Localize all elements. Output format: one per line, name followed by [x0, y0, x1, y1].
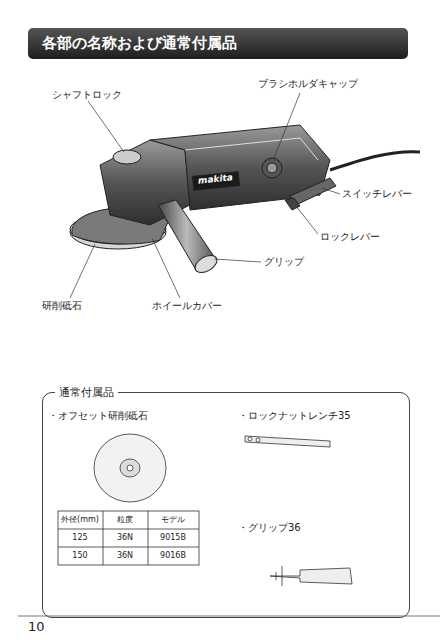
- item-name: ・グリップ36: [238, 522, 301, 533]
- heading: 各部の名称および通常付属品: [42, 34, 394, 53]
- part-name: ブラシホルダキャップ: [258, 78, 358, 89]
- table-cell: 粒度: [117, 516, 133, 525]
- angle-grinder: [70, 125, 420, 276]
- part-name: スイッチレバー: [342, 188, 412, 199]
- table-cell: 36N: [117, 552, 133, 561]
- table-cell: 外径(mm): [61, 516, 99, 525]
- part-name: 研削砥石: [42, 300, 82, 311]
- item-name: ・オフセット研削砥石: [48, 410, 148, 421]
- table-cell: 150: [72, 552, 87, 561]
- part-name: シャフトロック: [52, 89, 122, 100]
- part-name: グリップ: [264, 256, 304, 267]
- title-band: 各部の名称および通常付属品: [28, 28, 408, 59]
- item-name: ・ロックナットレンチ35: [238, 410, 351, 421]
- accessory-drawings: [18, 434, 440, 616]
- page-number: 10: [28, 620, 45, 634]
- table-cell: 36N: [117, 534, 133, 543]
- table-cell: 9015B: [160, 534, 186, 543]
- part-name: ロックレバー: [320, 231, 380, 242]
- table-cell: 9016B: [160, 552, 186, 561]
- table-cell: モデル: [161, 516, 185, 525]
- part-name: ホイールカバー: [152, 300, 222, 311]
- leader-lines: [70, 93, 340, 298]
- table-cell: 125: [72, 534, 87, 543]
- accessory-box: 通常付属品: [42, 392, 410, 618]
- heading: 通常付属品: [55, 385, 118, 400]
